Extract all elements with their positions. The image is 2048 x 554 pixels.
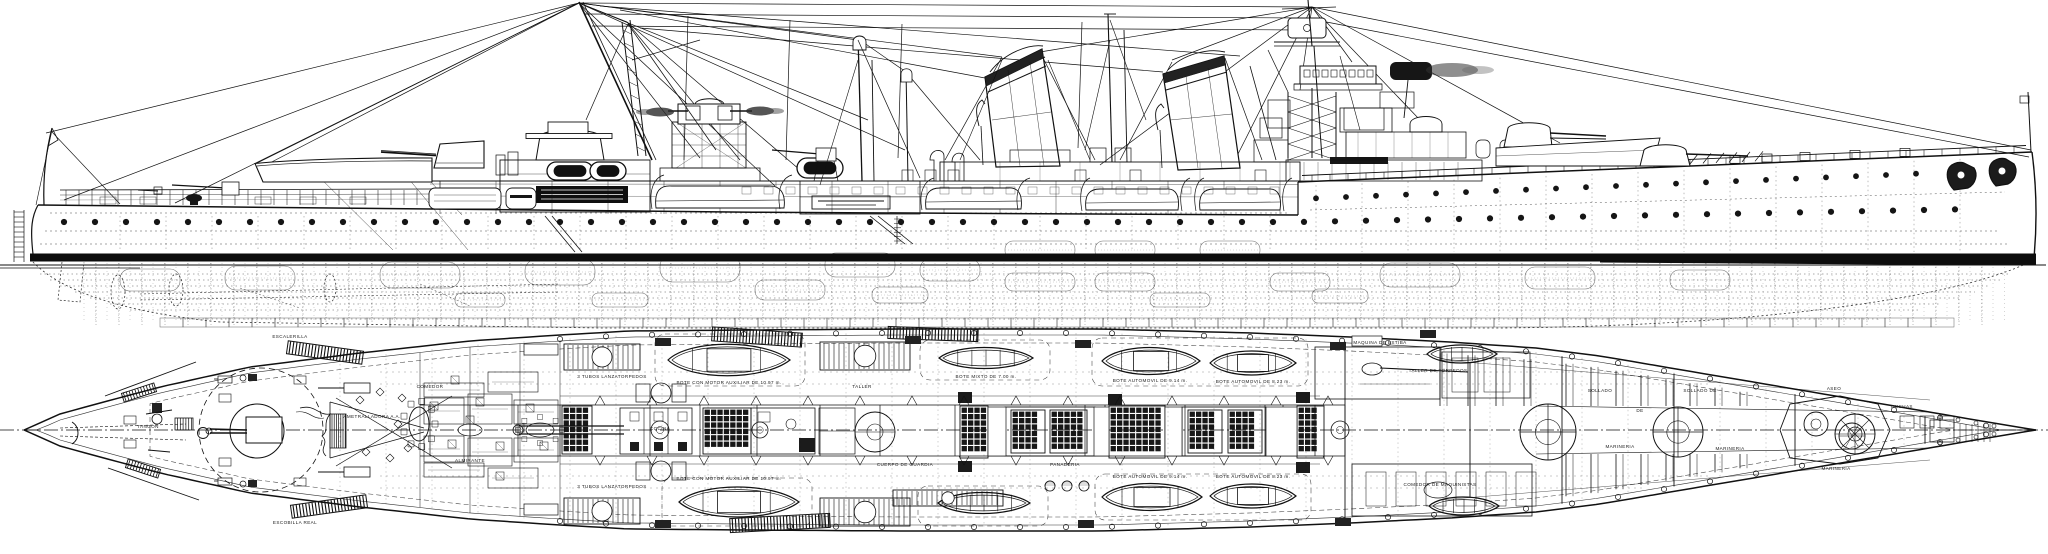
svg-text:MAQUINA DE ESTIBA: MAQUINA DE ESTIBA (1353, 340, 1407, 345)
svg-text:TALLER: TALLER (852, 384, 872, 389)
svg-text:SOLLADO: SOLLADO (1588, 388, 1613, 393)
svg-text:ESCALERILLA: ESCALERILLA (272, 334, 308, 339)
svg-text:BOTE AUTOMOVIL DE 9.14 m.: BOTE AUTOMOVIL DE 9.14 m. (1113, 474, 1188, 479)
svg-text:BOTE AUTOMOVIL DE 8.23 m.: BOTE AUTOMOVIL DE 8.23 m. (1216, 474, 1291, 479)
svg-text:MARINERIA: MARINERIA (1605, 444, 1635, 449)
svg-text:CUERPO DE GUARDIA: CUERPO DE GUARDIA (877, 462, 934, 467)
svg-text:MARINERIA: MARINERIA (1821, 466, 1851, 471)
svg-text:ALMIRANTE: ALMIRANTE (455, 458, 485, 463)
svg-text:DE: DE (1636, 408, 1643, 413)
svg-text:SOLLADO DE: SOLLADO DE (1683, 388, 1716, 393)
svg-text:ASEO: ASEO (1827, 386, 1841, 391)
svg-text:BOTE AUTOMOVIL DE 9.14 m.: BOTE AUTOMOVIL DE 9.14 m. (1113, 378, 1188, 383)
svg-text:AMETRALLADORA A.A.: AMETRALLADORA A.A. (343, 414, 400, 419)
svg-text:3 TUBOS LANZATORPEDOS: 3 TUBOS LANZATORPEDOS (577, 484, 646, 489)
svg-text:3 TUBOS LANZATORPEDOS: 3 TUBOS LANZATORPEDOS (577, 374, 646, 379)
svg-text:BOTE MIXTO DE 7.00 m.: BOTE MIXTO DE 7.00 m. (956, 374, 1017, 379)
svg-text:DUCHAS: DUCHAS (1891, 404, 1913, 409)
svg-text:ESCOBILLA REAL: ESCOBILLA REAL (273, 520, 317, 525)
svg-text:MARINERIA: MARINERIA (1715, 446, 1745, 451)
svg-text:BOTE AUTOMOVIL DE 8.23 m.: BOTE AUTOMOVIL DE 8.23 m. (1216, 379, 1291, 384)
svg-text:BOTE CON MOTOR AUXILIAR DE 10.: BOTE CON MOTOR AUXILIAR DE 10.97 m. (676, 476, 781, 481)
svg-text:TANGON: TANGON (137, 424, 159, 429)
svg-text:COCINA: COCINA (650, 426, 671, 431)
svg-text:COMEDOR DE MAQUINISTAS: COMEDOR DE MAQUINISTAS (1403, 482, 1476, 487)
svg-text:TALLER DE TORPEDOS: TALLER DE TORPEDOS (1409, 368, 1468, 373)
svg-text:BOTE CON MOTOR AUXILIAR DE 10.: BOTE CON MOTOR AUXILIAR DE 10.97 m. (676, 380, 781, 385)
svg-text:PANADERIA: PANADERIA (1050, 462, 1080, 467)
svg-text:COMEDOR: COMEDOR (417, 384, 444, 389)
